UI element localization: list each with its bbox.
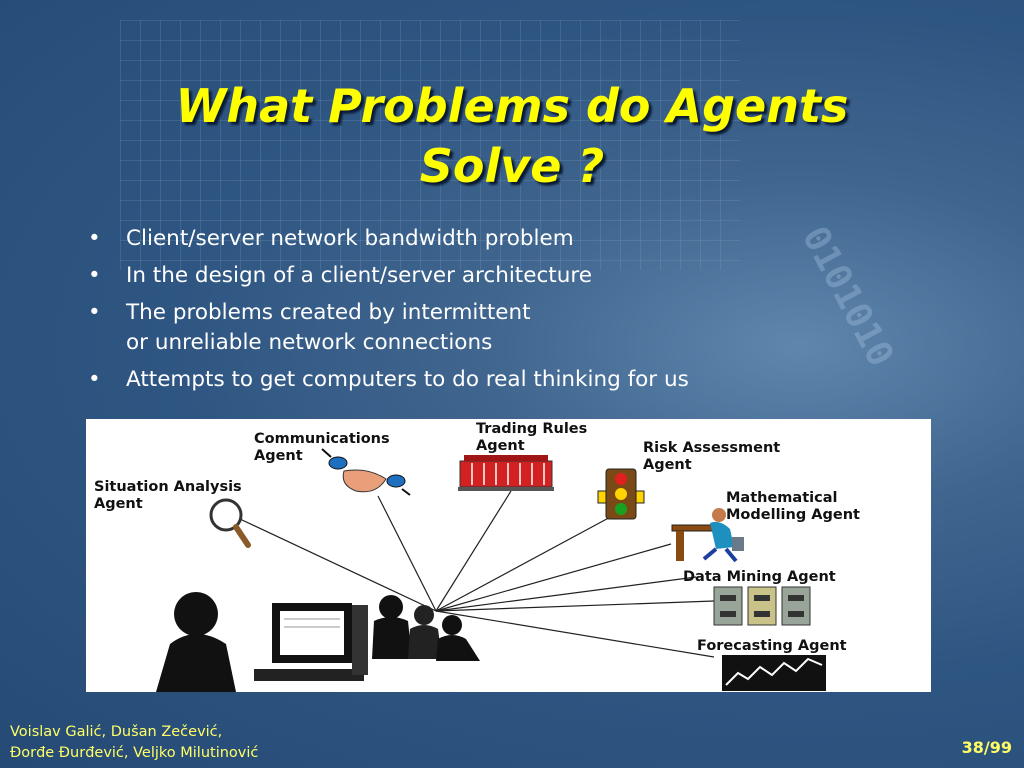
authors-line-1: Voislav Galić, Dušan Zečević, — [10, 724, 223, 740]
user-at-computer-icon — [156, 592, 368, 692]
title-line-2: Solve ? — [419, 139, 605, 193]
connector-datamining-upper — [435, 576, 697, 612]
connector-datamining — [435, 600, 715, 612]
forecasting-chart-icon — [722, 655, 826, 691]
bullet-item: • Attempts to get computers to do real t… — [88, 365, 689, 395]
bullet-dot: • — [88, 226, 101, 251]
traffic-light-icon — [597, 468, 645, 520]
bullet-item: • Client/server network bandwidth proble… — [88, 224, 689, 254]
person-at-desk-icon — [671, 508, 744, 563]
handshake-icon — [321, 448, 411, 496]
page-number: 38/99 — [961, 738, 1012, 757]
bullet-item: • In the design of a client/server archi… — [88, 261, 689, 291]
connector-forecasting — [435, 610, 715, 658]
bullet-dot: • — [88, 367, 101, 392]
label-forecasting-agent: Forecasting Agent — [697, 638, 847, 654]
filing-cabinets-icon — [713, 586, 811, 626]
background-binary: 0101010 — [793, 220, 902, 374]
bullet-text: Attempts to get computers to do real thi… — [126, 367, 689, 392]
label-situation-analysis-agent: Situation Analysis Agent — [94, 479, 242, 512]
agents-diagram: Communications Agent Trading Rules Agent… — [86, 419, 931, 692]
bullet-text: The problems created by intermittent — [126, 300, 531, 325]
footer-authors: Voislav Galić, Dušan Zečević, Đorđe Đurđ… — [10, 722, 258, 764]
trading-building-icon — [458, 455, 554, 491]
slide-title: What Problems do Agents Solve ? — [0, 76, 1024, 196]
bullet-list: • Client/server network bandwidth proble… — [88, 224, 689, 402]
connector-trading — [435, 490, 512, 612]
label-mathematical-modelling-agent: Mathematical Modelling Agent — [726, 490, 860, 523]
background-grid — [120, 20, 740, 270]
label-risk-assessment-agent: Risk Assessment Agent — [643, 440, 781, 473]
connector-mathematical — [435, 543, 672, 612]
bullet-dot: • — [88, 300, 101, 325]
connector-risk — [435, 513, 617, 612]
bullet-dot: • — [88, 263, 101, 288]
label-data-mining-agent: Data Mining Agent — [683, 569, 836, 585]
connector-lines — [239, 490, 715, 658]
authors-line-2: Đorđe Đurđević, Veljko Milutinović — [10, 745, 259, 761]
bullet-text: Client/server network bandwidth problem — [126, 226, 574, 251]
diagram-drawing — [156, 448, 826, 692]
bullet-text-continued: or unreliable network connections — [126, 330, 493, 355]
bullet-item: • The problems created by intermittent o… — [88, 298, 689, 358]
label-trading-rules-agent: Trading Rules Agent — [476, 421, 588, 454]
bullet-text: In the design of a client/server archite… — [126, 263, 592, 288]
connector-situation — [239, 518, 437, 612]
connector-communications — [377, 495, 437, 612]
magnifier-icon — [209, 498, 251, 548]
title-line-1: What Problems do Agents — [175, 79, 849, 133]
label-communications-agent: Communications Agent — [254, 431, 390, 464]
team-group-icon — [372, 595, 480, 661]
